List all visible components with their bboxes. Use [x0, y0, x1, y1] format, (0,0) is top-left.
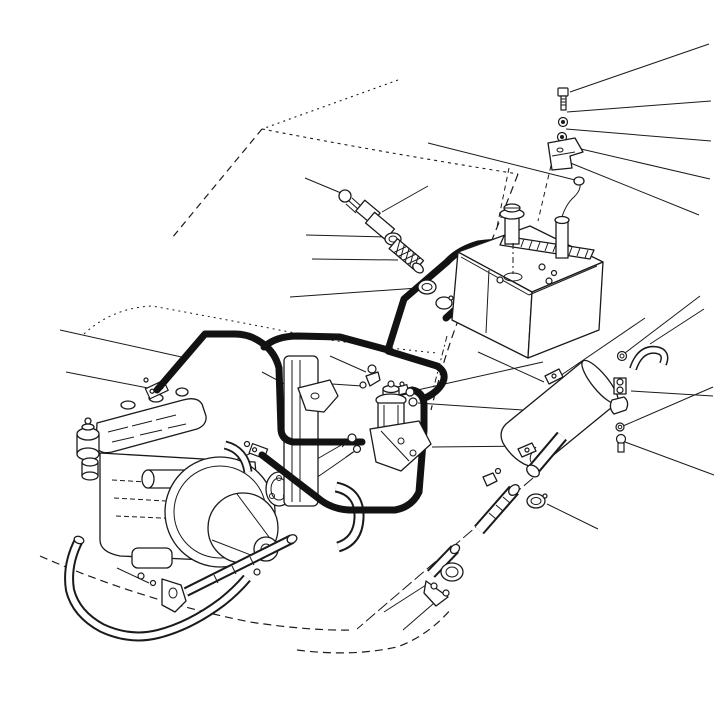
engine	[76, 377, 365, 569]
tail-pipe	[64, 534, 298, 642]
filler-cap	[499, 203, 525, 245]
exhaust-pipes	[423, 467, 548, 607]
fuel-strainer	[338, 189, 425, 274]
top-bracket	[547, 87, 584, 171]
level-sender	[554, 176, 585, 259]
radiator-panel	[283, 355, 339, 507]
fuel-tank	[451, 176, 604, 359]
muffler	[500, 359, 619, 478]
muffler-mounts	[609, 345, 669, 453]
fuel-filter	[341, 335, 448, 472]
